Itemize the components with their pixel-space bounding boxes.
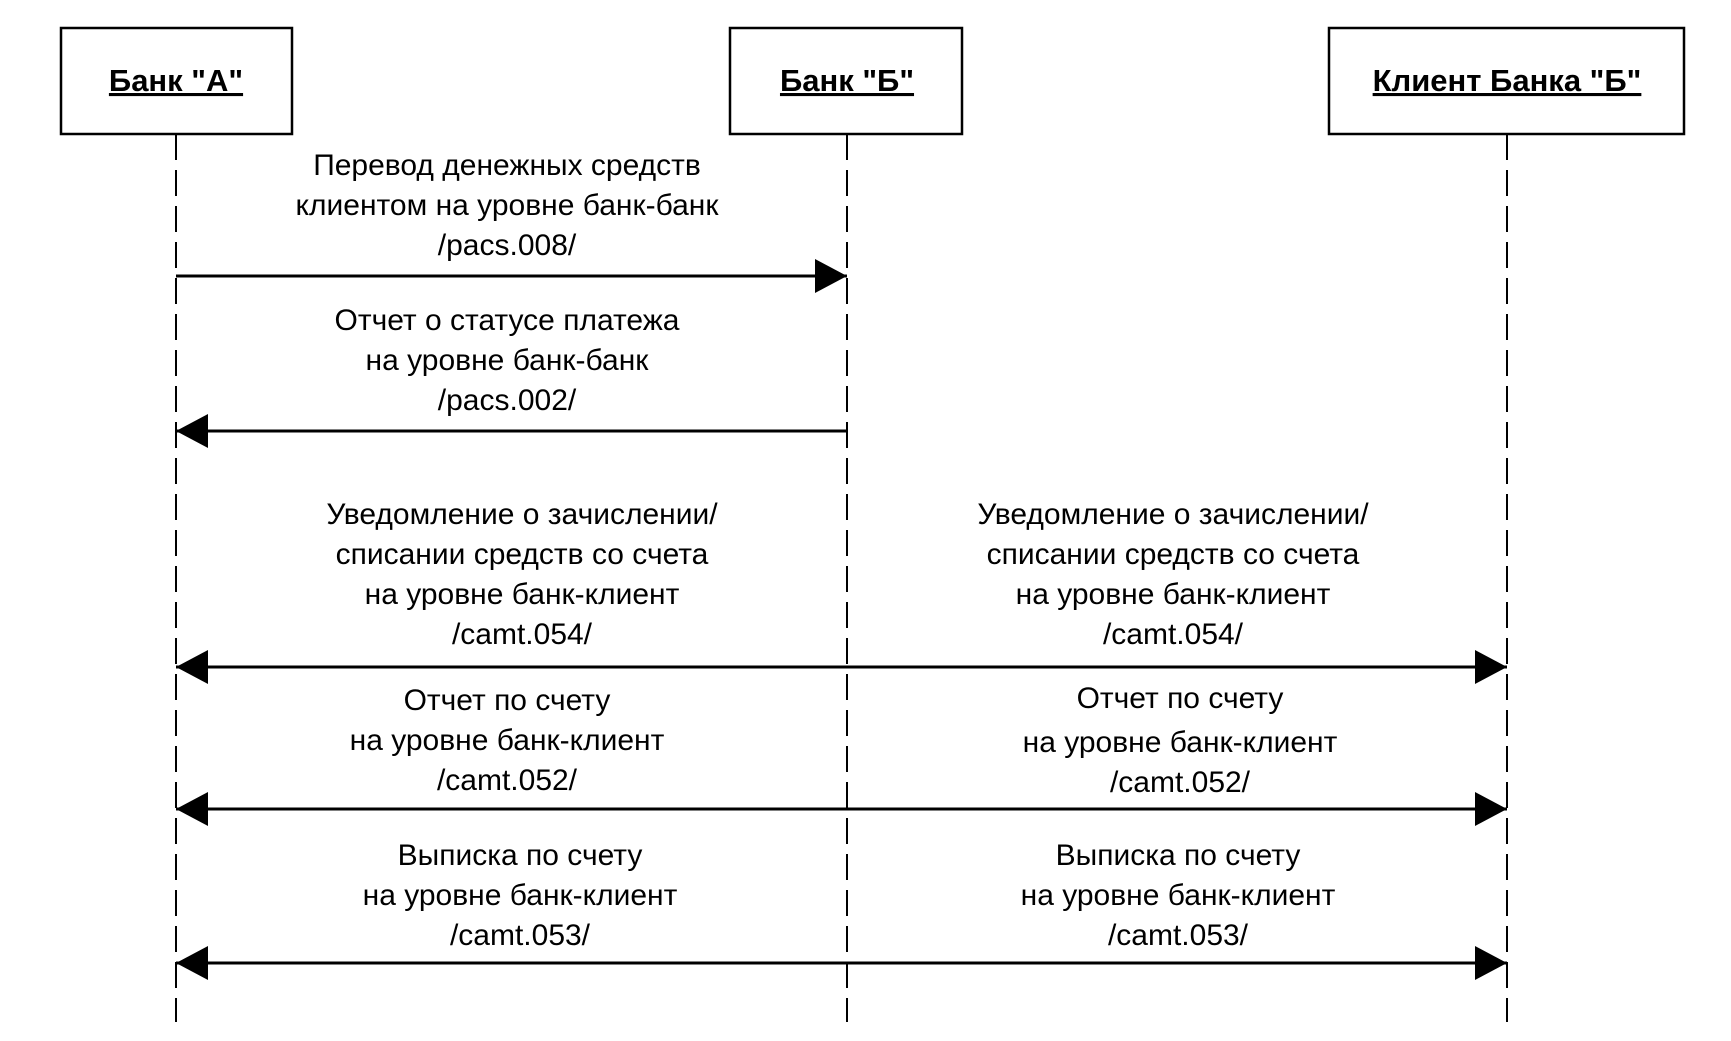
message-label: на уровне банк-банк (366, 344, 650, 377)
message-label: Выписка по счету (1056, 839, 1301, 872)
message-label: на уровне банк-клиент (365, 578, 680, 611)
message-label: клиентом на уровне банк-банк (296, 189, 720, 222)
message-label: Выписка по счету (398, 839, 643, 872)
message-label: Уведомление о зачислении/ (977, 498, 1369, 531)
message-label: на уровне банк-клиент (363, 879, 678, 912)
message-label: Уведомление о зачислении/ (326, 498, 718, 531)
message-camt-053: Выписка по счету на уровне банк-клиент /… (176, 839, 1507, 980)
message-label: /camt.054/ (452, 618, 593, 651)
message-label: /camt.054/ (1103, 618, 1244, 651)
message-pacs-008: Перевод денежных средств клиентом на уро… (176, 149, 847, 293)
message-label: /camt.053/ (450, 919, 591, 952)
message-label: на уровне банк-клиент (1023, 726, 1338, 759)
participant-label: Банк "А" (109, 63, 243, 98)
message-label: Отчет по счету (404, 684, 611, 717)
message-label: списании средств со счета (987, 538, 1360, 571)
message-label: списании средств со счета (336, 538, 709, 571)
participant-bank-a: Банк "А" (59, 26, 294, 136)
message-label: /camt.052/ (1110, 766, 1251, 799)
participant-label: Клиент Банка "Б" (1373, 63, 1642, 98)
message-pacs-002: Отчет о статусе платежа на уровне банк-б… (176, 304, 847, 448)
participant-client-bank-b: Клиент Банка "Б" (1327, 26, 1686, 136)
message-label: на уровне банк-клиент (1021, 879, 1336, 912)
message-label: Перевод денежных средств (313, 149, 701, 182)
message-label: на уровне банк-клиент (350, 724, 665, 757)
participant-label: Банк "Б" (780, 63, 914, 98)
message-label: /pacs.002/ (438, 384, 577, 417)
message-label: /pacs.008/ (438, 229, 577, 262)
message-label: Отчет по счету (1077, 682, 1284, 715)
message-camt-054: Уведомление о зачислении/ списании средс… (176, 498, 1507, 684)
message-label: на уровне банк-клиент (1016, 578, 1331, 611)
message-label: /camt.052/ (437, 764, 578, 797)
message-camt-052: Отчет по счету на уровне банк-клиент /ca… (176, 682, 1507, 826)
participant-bank-b: Банк "Б" (728, 26, 964, 136)
message-label: Отчет о статусе платежа (335, 304, 680, 337)
message-label: /camt.053/ (1108, 919, 1249, 952)
